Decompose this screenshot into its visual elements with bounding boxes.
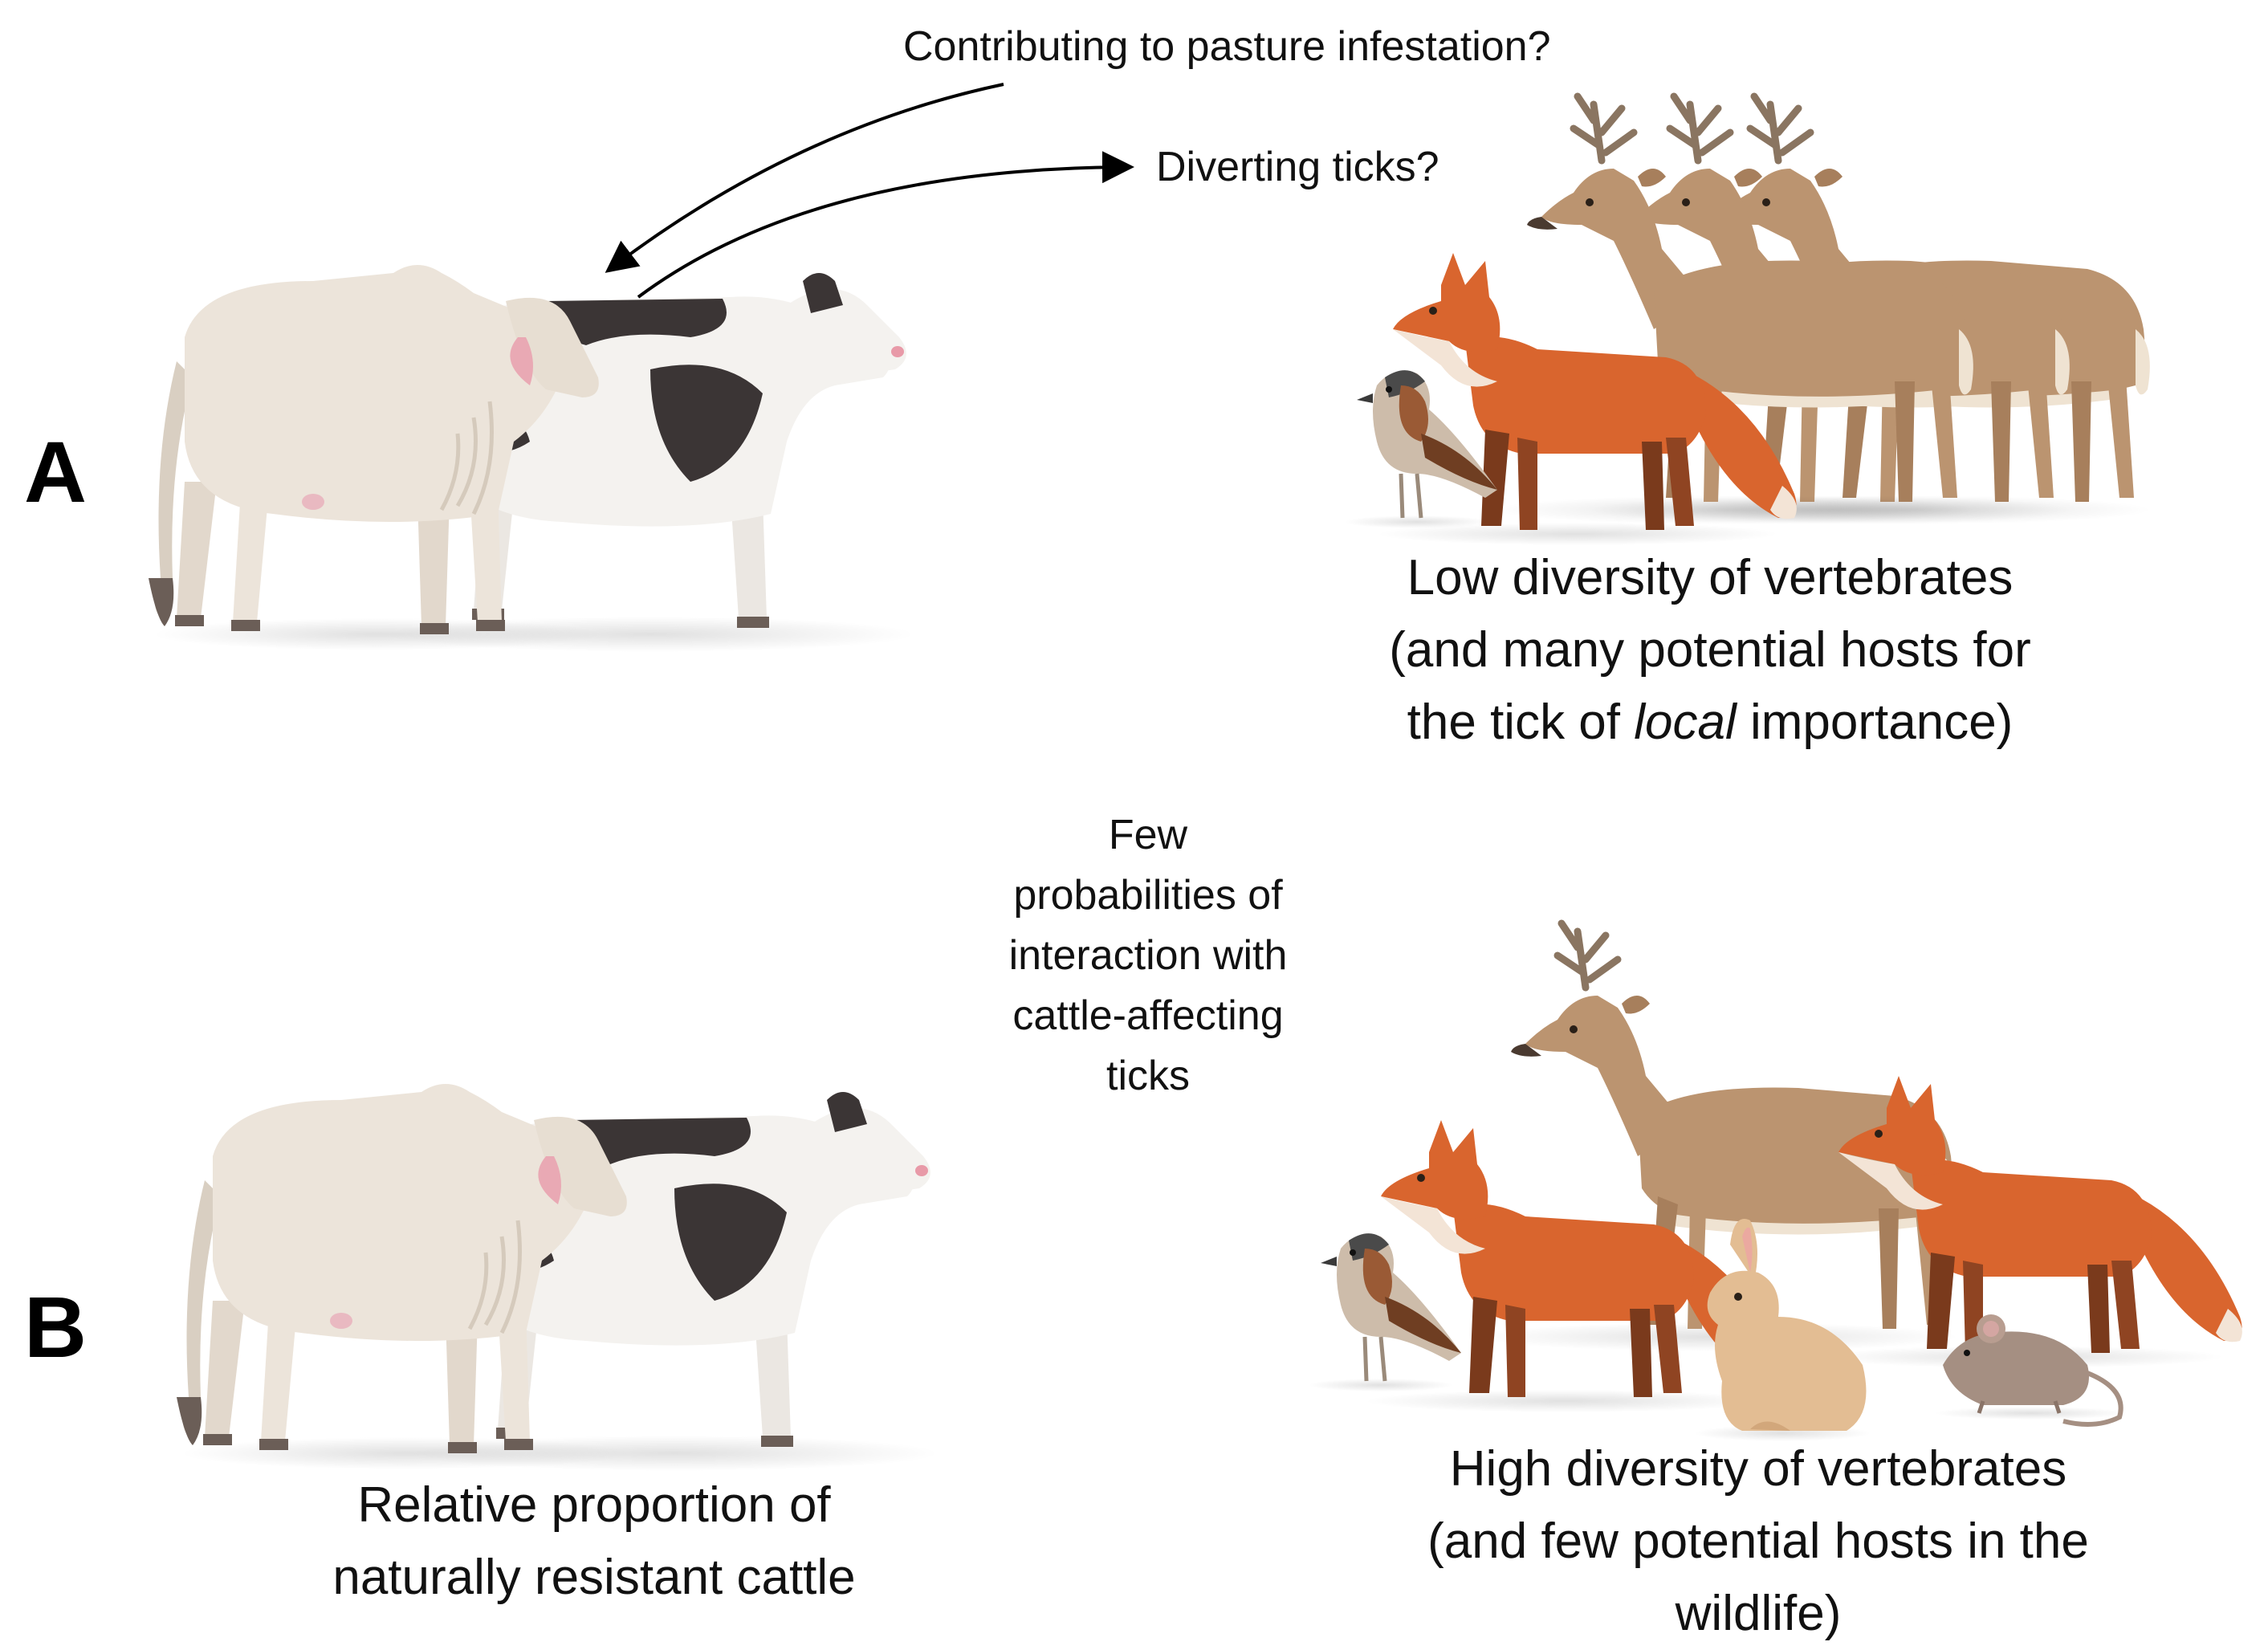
note-line: interaction with <box>1008 931 1288 979</box>
caption-line: High diversity of vertebrates <box>1449 1441 2067 1497</box>
panel-a-label: A <box>24 423 87 520</box>
caption-line: wildlife) <box>1675 1585 1842 1641</box>
panel-b-label: B <box>24 1278 87 1375</box>
panel-b-cattle <box>177 1084 939 1471</box>
sparrow-icon <box>1309 1233 1461 1391</box>
arrow-to-cattle <box>605 83 1004 273</box>
note-line: ticks <box>1106 1052 1190 1099</box>
panel-b-wildlife <box>1309 923 2242 1441</box>
caption-line: Low diversity of vertebrates <box>1407 550 2014 605</box>
low-diversity-caption: Low diversity of vertebrates (and many p… <box>1317 542 2103 759</box>
high-diversity-caption: High diversity of vertebrates (and few p… <box>1365 1433 2152 1650</box>
question-diverting-ticks: Diverting ticks? <box>1156 144 1439 190</box>
caption-line: (and few potential hosts in the <box>1427 1513 2089 1569</box>
question-pasture-infestation: Contributing to pasture infestation? <box>903 23 1551 70</box>
caption-line: Relative proportion of <box>357 1477 831 1533</box>
caption-text: importance) <box>1736 694 2014 750</box>
note-line: cattle-affecting <box>1012 992 1284 1039</box>
arrow-to-wildlife <box>637 151 1134 299</box>
interaction-probability-note: Few probabilities of interaction with ca… <box>947 805 1349 1106</box>
resistant-cattle-caption: Relative proportion of naturally resista… <box>233 1469 955 1614</box>
note-line: Few <box>1108 812 1188 858</box>
caption-line: naturally resistant cattle <box>332 1549 856 1605</box>
caption-emphasis: local <box>1634 694 1737 750</box>
panel-a-cattle <box>149 265 915 652</box>
panel-a-wildlife <box>1345 96 2152 545</box>
note-line: probabilities of <box>1013 871 1283 919</box>
caption-text: the tick of <box>1407 694 1635 750</box>
caption-line: (and many potential hosts for <box>1389 621 2031 678</box>
caption-line: the tick of local importance) <box>1317 686 2103 759</box>
